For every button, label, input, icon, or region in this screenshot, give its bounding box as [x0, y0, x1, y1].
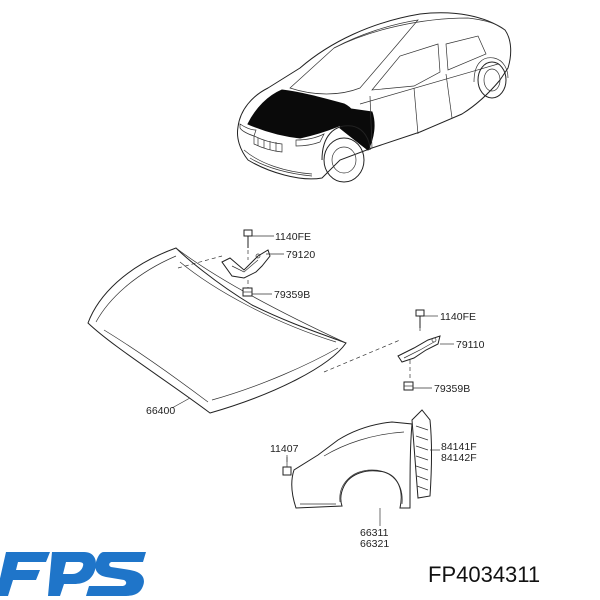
hinge-right-part [397, 335, 441, 363]
callout-hood: 66400 [146, 405, 175, 417]
callout-clip: 11407 [270, 443, 299, 455]
callout-fender-a: 66311 [360, 527, 389, 539]
callout-guard-b: 84142F [441, 452, 477, 464]
part-number: FP4034311 [428, 562, 540, 587]
callout-bolt-upper-left: 1140FE [275, 231, 311, 243]
fender-part [291, 421, 413, 509]
car-hood-highlight [247, 89, 355, 139]
hood-part [87, 247, 347, 414]
callout-hinge-right: 79110 [456, 339, 485, 351]
callout-bolt-upper-right: 1140FE [440, 311, 476, 323]
bolt-upper-left-part [243, 229, 253, 248]
car-fender-highlight [339, 107, 375, 151]
car-illustration [237, 12, 512, 183]
fender-guard-part [411, 409, 432, 499]
bolt-lower-right-part [403, 381, 414, 391]
bolt-upper-right-part [415, 309, 425, 328]
bolt-lower-left-part [242, 287, 253, 297]
callout-bolt-lower-right: 79359B [434, 383, 470, 395]
hinge-left-part [221, 249, 271, 279]
callout-bolt-lower-left: 79359B [274, 289, 310, 301]
callout-fender-b: 66321 [360, 538, 389, 550]
callout-hinge-left: 79120 [286, 249, 315, 261]
callout-guard-a: 84141F [441, 441, 477, 453]
fps-logo [0, 552, 146, 596]
